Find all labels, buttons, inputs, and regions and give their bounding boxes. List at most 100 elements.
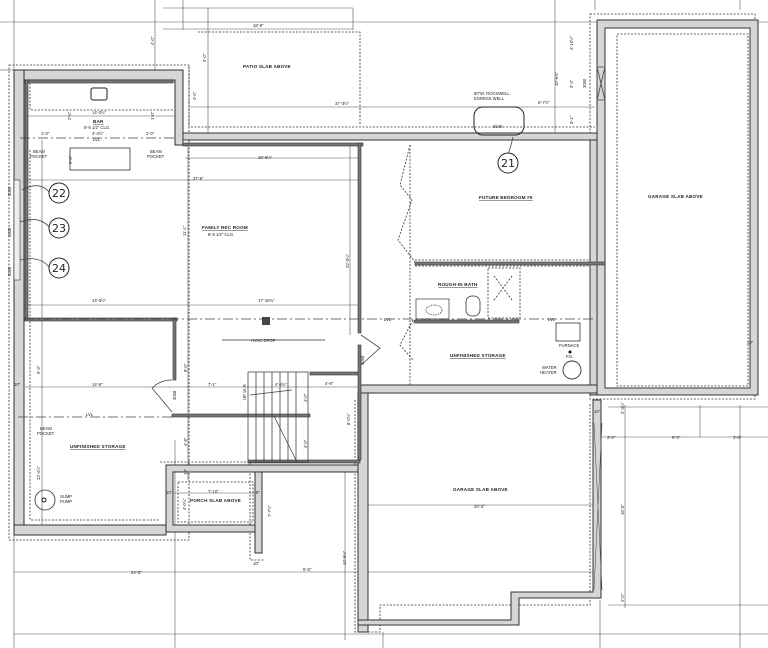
label-family-rec-room: FAMILY REC ROOM [202, 225, 248, 230]
dim: 2'-0" [68, 155, 73, 164]
dim: 4'-4½" [92, 131, 104, 136]
dim: 5'-0" [672, 435, 681, 440]
note-egress-2: EGRESS WELL [474, 96, 505, 101]
dim: 12'-6½" [342, 550, 347, 565]
beam-lines [18, 137, 595, 418]
callout-24[interactable]: 24 [19, 257, 70, 279]
dim: 3068 [360, 355, 365, 365]
dim: 7'-10" [208, 489, 219, 494]
note-sump: SUMP [60, 494, 72, 499]
wall-top [182, 132, 598, 141]
dim: 1'-0" [146, 131, 155, 136]
dim: 7'-7½" [267, 505, 272, 517]
stairs[interactable] [247, 371, 309, 463]
dim: 4'-8" [325, 381, 334, 386]
hvac-column [262, 317, 270, 325]
note-lvl: LVL [384, 317, 392, 322]
label-patio: PATIO SLAB ABOVE [243, 64, 291, 69]
note-egress-window: 3040 [493, 124, 503, 129]
dim: 4'-0" [150, 36, 155, 45]
note-egress-1: 60"W. ROCKWELL [474, 91, 510, 96]
callout-21[interactable]: 21 [497, 136, 519, 174]
note-lvl: LVL [93, 137, 101, 142]
dimension-labels: 18'-8" 5'-0" 4'-0" 4'-0" 37'-3½" 14'-2½"… [14, 23, 754, 602]
dim: 3068 [172, 390, 177, 400]
label-future-bedroom: FUTURE BEDROOM #5 [479, 195, 533, 200]
dim: 4'-0" [303, 393, 308, 402]
label-storage-left: UNFINISHED STORAGE [70, 444, 126, 449]
bar-counter [69, 147, 131, 171]
dim: 4'-10½" [569, 35, 574, 50]
dim: 2'-4½" [620, 402, 625, 414]
furnace-icon [555, 322, 581, 342]
dim: 8'-0½" [346, 413, 351, 425]
label-porch: PORCH SLAB ABOVE [190, 498, 241, 503]
dim: 4'-5½" [275, 382, 287, 387]
dim: 37'-8" [193, 176, 204, 181]
interior-walls [24, 79, 606, 464]
dim: 3'-1" [569, 115, 574, 124]
egress-well[interactable] [473, 106, 525, 136]
note-window-22: 5030 [7, 186, 12, 196]
bar-sink [90, 87, 108, 101]
dim: 2'-0" [620, 593, 625, 602]
callout-22[interactable]: 22 [21, 182, 70, 204]
callout-label: 24 [52, 262, 66, 275]
dim: 11'-1" [182, 225, 187, 236]
dim: 5'-0" [202, 53, 207, 62]
note-beam-pocket: BEAM [150, 149, 162, 154]
note-beam-pocket: POCKET [30, 154, 48, 159]
dim: 1'-0" [150, 111, 155, 120]
wall-storage-bottom [359, 384, 598, 394]
dim: 3'-0" [733, 435, 742, 440]
dim: 3'-3" [569, 79, 574, 88]
callout-23[interactable]: 23 [19, 217, 70, 239]
note-window-right: 3050 [582, 78, 587, 88]
note-beam-pocket: BEAM [40, 426, 52, 431]
note-beam-pocket: POCKET [37, 431, 55, 436]
floor-drain-icon [568, 350, 572, 354]
label-rough-in-bath: ROUGH-IN BATH [438, 282, 478, 287]
wall-porch-right [254, 471, 263, 554]
dim: 10" [183, 468, 188, 475]
wall-left [13, 69, 25, 536]
note-water: WATER [542, 365, 557, 370]
dim: 20'-3" [474, 504, 485, 509]
note-window-23: 4030 [7, 227, 12, 237]
note-furnace: FURNACE [559, 343, 579, 348]
left-windows [13, 179, 21, 281]
label-garage-bottom: GARAGE SLAB ABOVE [453, 487, 508, 492]
door-storage-right[interactable] [360, 334, 381, 366]
sump-pump-center [41, 497, 47, 503]
bath-wall-zigzag [397, 144, 416, 361]
toilet-icon [465, 295, 481, 317]
dim: 8" [256, 490, 260, 495]
dim: 7'-1" [208, 382, 217, 387]
note-lvl: LVL [548, 317, 556, 322]
wall-garage-bottom [357, 399, 602, 626]
note-beam-pocket: POCKET [147, 154, 165, 159]
dim: 5'-6" [303, 567, 312, 572]
dim: 10" [594, 409, 601, 414]
dim: 8'-0" [183, 363, 188, 372]
door-storage-left[interactable] [151, 379, 173, 413]
dim: 17'-10¾" [258, 298, 275, 303]
dim: 10" [253, 561, 260, 566]
garage-door-frame [593, 422, 603, 591]
window-right[interactable] [596, 66, 606, 101]
callout-label: 23 [52, 222, 66, 235]
note-heater: HEATER [540, 370, 557, 375]
dim: 4'-0" [192, 91, 197, 100]
callout-label: 22 [52, 187, 66, 200]
dim: 14'-8" [92, 382, 103, 387]
dim: 10" [747, 340, 754, 345]
dim: 18'-8" [253, 23, 264, 28]
dim: 22'-0½" [345, 253, 350, 268]
dim: 16'-0" [620, 504, 625, 515]
dim: 5'-3" [36, 365, 41, 374]
label-bar-ceiling: 8'-5 1/2" CLG. [84, 125, 110, 130]
dim: 4'-0" [303, 439, 308, 448]
water-heater-icon [562, 360, 582, 380]
label-storage-right: UNFINISHED STORAGE [450, 353, 506, 358]
